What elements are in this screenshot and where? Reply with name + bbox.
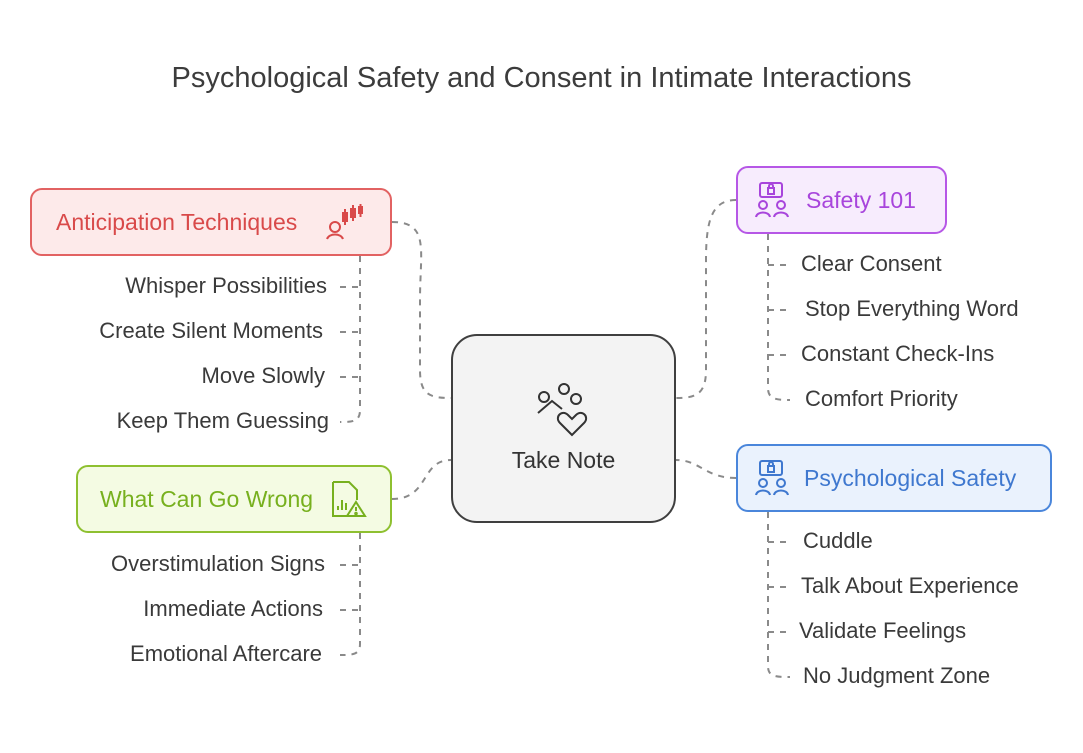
psychological-item: Validate Feelings (799, 618, 967, 643)
anticipation-item: Create Silent Moments (99, 318, 323, 343)
safety101-item: Stop Everything Word (805, 296, 1019, 321)
link-safety101 (675, 199, 737, 399)
diagram-title: Psychological Safety and Consent in Inti… (171, 62, 912, 94)
secure-people-icon (754, 181, 792, 219)
branch-anticipation-label: Anticipation Techniques (56, 208, 298, 235)
link-anti-items (339, 256, 361, 423)
anticipation-item: Whisper Possibilities (125, 273, 327, 298)
safety101-item: Comfort Priority (805, 386, 958, 411)
people-heart-icon (532, 383, 596, 437)
branch-what-can-go-wrong: What Can Go Wrong (76, 465, 392, 533)
link-wrong-items (339, 533, 361, 656)
safety101-item: Constant Check-Ins (801, 341, 995, 366)
wrong-item: Overstimulation Signs (111, 551, 325, 576)
branch-anticipation: Anticipation Techniques (30, 188, 392, 256)
wrong-item: Immediate Actions (143, 596, 323, 621)
link-wrong (391, 459, 452, 500)
psychological-item: Talk About Experience (801, 573, 1019, 598)
branch-wrong-label: What Can Go Wrong (100, 485, 314, 512)
link-anticipation (391, 221, 452, 399)
psychological-item: Cuddle (803, 528, 873, 553)
center-label: Take Note (511, 447, 616, 473)
secure-people-icon (754, 459, 792, 497)
branch-psychological-safety: Psychological Safety (736, 444, 1052, 512)
safety101-item: Clear Consent (801, 251, 942, 276)
chart-warning-icon (329, 480, 367, 518)
link-psychological (675, 459, 737, 479)
branch-safety101: Safety 101 (736, 166, 947, 234)
branch-safety101-label: Safety 101 (806, 186, 916, 213)
wrong-item: Emotional Aftercare (130, 641, 322, 666)
branch-psychological-label: Psychological Safety (804, 464, 1017, 491)
anticipation-item: Keep Them Guessing (116, 408, 329, 433)
anticipation-item: Move Slowly (201, 363, 325, 388)
center-node: Take Note (451, 334, 676, 523)
person-chart-icon (325, 203, 364, 241)
link-psy-items (767, 512, 791, 678)
link-safe-items (767, 234, 791, 401)
psychological-item: No Judgment Zone (803, 663, 991, 688)
